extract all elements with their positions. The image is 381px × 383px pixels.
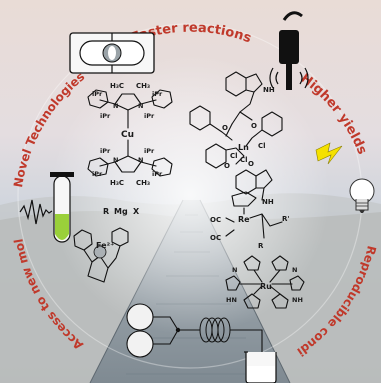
n-label: N bbox=[138, 102, 143, 110]
fe-complex: Fe²⁺ bbox=[73, 227, 129, 283]
n-label: N bbox=[113, 156, 118, 164]
r-label: R bbox=[103, 207, 109, 216]
ln-label: Ln bbox=[238, 143, 249, 152]
label-novel-technologies: Novel Technologies bbox=[11, 69, 87, 188]
oc-label: OC bbox=[210, 216, 221, 224]
magnetic-stirrer-icon bbox=[69, 32, 155, 74]
cu-nhc-complex: H₃C CH₃ H₃C CH₃ iPr iPr iPr iPr iPr iPr … bbox=[87, 82, 173, 187]
ch3-label: CH₃ bbox=[136, 179, 150, 187]
cl-label: Cl bbox=[258, 142, 266, 150]
lightning-icon bbox=[315, 142, 343, 165]
ipr-label: iPr bbox=[92, 170, 103, 178]
nh-label: NH bbox=[292, 296, 303, 304]
o-label: O bbox=[251, 122, 257, 130]
ipr-label: iPr bbox=[92, 90, 103, 98]
cl-label: Cl bbox=[230, 152, 238, 160]
ch3-label: H₃C bbox=[110, 179, 124, 187]
ch3-label: CH₃ bbox=[136, 82, 150, 90]
ln-complex: NH NH O O O O Cl Cl Cl Ln bbox=[189, 71, 283, 206]
re-complex: Re OC OC R' R bbox=[210, 191, 290, 250]
n-label: N bbox=[292, 266, 297, 274]
x-label: X bbox=[133, 207, 140, 216]
ipr-label: iPr bbox=[152, 170, 163, 178]
label-higher-yields: Higher yields bbox=[298, 71, 370, 157]
re-label: Re bbox=[238, 215, 250, 224]
grignard-reagent: R Mg X bbox=[103, 207, 140, 216]
ch3-label: H₃C bbox=[110, 82, 124, 90]
test-tube-icon bbox=[50, 172, 74, 243]
probe-icon bbox=[269, 11, 309, 90]
nh-label: HN bbox=[226, 296, 237, 304]
o-label: O bbox=[224, 162, 230, 170]
ipr-label: iPr bbox=[152, 90, 163, 98]
cu-label: Cu bbox=[121, 130, 134, 140]
cl-label: Cl bbox=[240, 156, 248, 164]
flow-reactor-icon bbox=[126, 303, 263, 358]
nh-label: NH bbox=[263, 86, 275, 94]
signal-wave-icon bbox=[19, 199, 53, 225]
ipr-label: iPr bbox=[144, 112, 155, 120]
r-prime-label: R' bbox=[282, 215, 290, 223]
nh-label: NH bbox=[262, 198, 274, 206]
lightbulb-icon bbox=[349, 178, 375, 213]
oc-label: OC bbox=[210, 234, 221, 242]
n-label: N bbox=[138, 156, 143, 164]
ipr-label: iPr bbox=[144, 147, 155, 155]
ipr-label: iPr bbox=[100, 112, 111, 120]
beaker-icon bbox=[244, 351, 277, 383]
mg-label: Mg bbox=[114, 207, 128, 216]
ru-complex: Ru N N HN NH bbox=[225, 255, 305, 309]
ipr-label: iPr bbox=[100, 147, 111, 155]
fe-label: Fe²⁺ bbox=[96, 241, 114, 250]
n-label: N bbox=[232, 266, 237, 274]
o-label: O bbox=[248, 160, 254, 168]
n-label: N bbox=[113, 102, 118, 110]
o-label: O bbox=[222, 124, 228, 132]
r-label: R bbox=[258, 242, 264, 250]
ru-label: Ru bbox=[260, 282, 272, 291]
